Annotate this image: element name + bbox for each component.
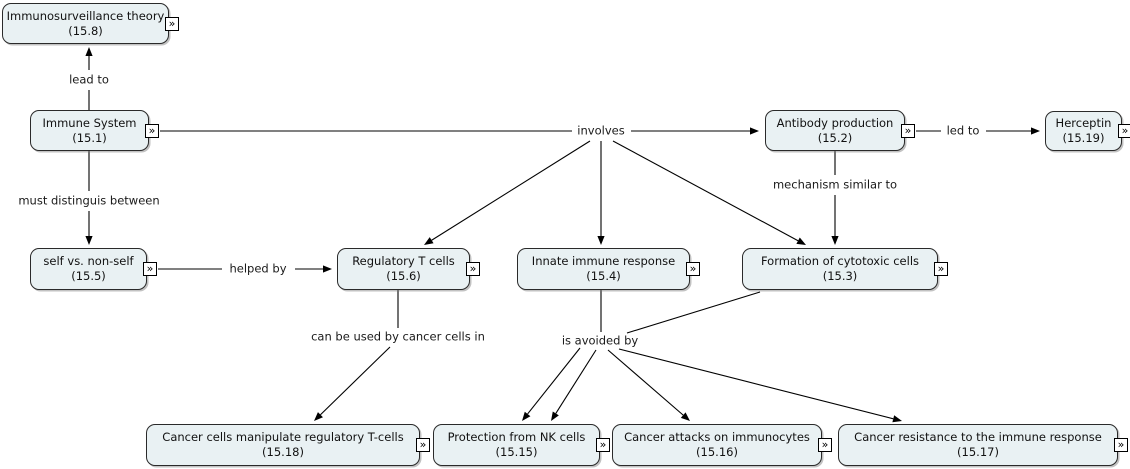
expand-node-badge[interactable]: » [143, 262, 157, 276]
expand-node-badge[interactable]: » [686, 262, 700, 276]
node-title: Cancer cells manipulate regulatory T-cel… [162, 430, 404, 444]
edge-e-153-avoided [626, 291, 761, 334]
concept-node-regulatory-t-cells[interactable]: Regulatory T cells(15.6) » [337, 248, 480, 290]
edge-e-involves-156 [424, 140, 591, 245]
arrowhead-icon [597, 236, 605, 245]
edge-label-involves[interactable]: involves [574, 124, 628, 138]
node-code: (15.16) [696, 445, 738, 459]
concept-node-immunosurveillance-theory[interactable]: Immunosurveillance theory(15.8) » [2, 3, 179, 44]
node-title: Formation of cytotoxic cells [760, 254, 920, 268]
arrowhead-icon [424, 237, 434, 245]
edge-line [607, 349, 684, 416]
concept-node-antibody-production[interactable]: Antibody production(15.2) » [765, 110, 915, 151]
expand-node-badge[interactable]: » [466, 262, 480, 276]
node-title: Antibody production [776, 115, 894, 130]
concept-node-immune-system[interactable]: Immune System(15.1) » [30, 110, 159, 151]
node-title: Protection from NK cells [447, 430, 586, 444]
edge-line [320, 346, 391, 416]
edge-e-distinguish-155 [85, 211, 93, 245]
arrowhead-icon [85, 47, 93, 56]
edge-e-leadto-158 [85, 47, 93, 70]
concept-node-herceptin[interactable]: Herceptin(15.19) » [1045, 111, 1130, 151]
arrowhead-icon [323, 265, 332, 273]
node-title: Immunosurveillance theory [6, 8, 165, 23]
edge-e-involves-153 [612, 140, 806, 245]
edge-e-involves-154 [597, 141, 605, 245]
node-code: (15.4) [586, 269, 621, 283]
expand-node-badge[interactable]: » [1114, 438, 1128, 452]
concept-node-formation-of-cytotoxic-cells[interactable]: Formation of cytotoxic cells(15.3) » [742, 248, 948, 290]
edge-e-avoided-1516 [607, 349, 690, 421]
edge-e-involves-152 [631, 127, 759, 135]
node-title: self vs. non-self [43, 254, 134, 268]
edge-label-mechanism-similar[interactable]: mechanism similar to [769, 178, 901, 192]
node-code: (15.2) [817, 130, 853, 145]
concept-node-cancer-attacks-on-immunocytes[interactable]: Cancer attacks on immunocytes(15.16) » [612, 424, 832, 466]
edge-e-avoided-1518 [522, 347, 581, 421]
edge-label-must-distinguish[interactable]: must distinguis between [15, 194, 163, 208]
node-code: (15.8) [68, 23, 103, 38]
edge-e-avoided-1517 [618, 348, 902, 423]
node-code: (15.18) [262, 445, 304, 459]
edge-e-canbeused-1518 [314, 346, 391, 421]
edge-line [555, 349, 597, 414]
arrowhead-icon [522, 411, 531, 421]
concept-node-cancer-resistance-to-the-immune-response[interactable]: Cancer resistance to the immune response… [838, 424, 1128, 466]
expand-node-badge[interactable]: » [416, 438, 430, 452]
arrowhead-icon [831, 236, 839, 245]
edge-label-is-avoided-by[interactable]: is avoided by [558, 334, 642, 348]
expand-node-badge[interactable]: » [934, 262, 948, 276]
arrowhead-icon [796, 237, 806, 245]
expand-node-badge[interactable]: » [596, 438, 610, 452]
expand-node-badge[interactable]: » [165, 16, 179, 31]
node-code: (15.1) [72, 130, 107, 145]
node-title: Innate immune response [531, 254, 676, 268]
node-code: (15.15) [495, 445, 538, 459]
concept-node-protection-from-nk-cells[interactable]: Protection from NK cells(15.15) » [433, 424, 610, 466]
concept-node-innate-immune-response[interactable]: Innate immune response(15.4) » [517, 248, 700, 290]
edge-e-mechanism-153 [831, 195, 839, 245]
arrowhead-icon [1031, 127, 1040, 135]
edge-e-avoided-1515 [551, 349, 597, 421]
edge-label-helped-by[interactable]: helped by [226, 262, 290, 276]
edge-label-lead-to[interactable]: lead to [66, 73, 112, 87]
expand-node-badge[interactable]: » [1118, 124, 1130, 138]
arrowhead-icon [85, 236, 93, 245]
expand-node-badge[interactable]: » [818, 438, 832, 452]
edge-line [431, 140, 591, 241]
node-code: (15.6) [386, 269, 421, 283]
concept-node-cancer-cells-manipulate-regulatory-t-cells[interactable]: Cancer cells manipulate regulatory T-cel… [146, 424, 430, 466]
node-code: (15.19) [1062, 131, 1105, 145]
edge-line [626, 291, 761, 334]
edge-e-helped-156 [295, 265, 332, 273]
edge-line [527, 347, 581, 415]
node-title: Immune System [42, 115, 137, 130]
node-code: (15.3) [822, 269, 858, 283]
concept-node-self-vs-non-self[interactable]: self vs. non-self(15.5) » [30, 248, 157, 290]
edge-line [618, 348, 894, 420]
node-title: Regulatory T cells [352, 254, 455, 268]
expand-node-badge[interactable]: » [901, 123, 915, 138]
arrowhead-icon [314, 412, 323, 421]
node-code: (15.5) [71, 269, 106, 283]
node-title: Cancer attacks on immunocytes [624, 430, 810, 444]
edge-label-led-to[interactable]: led to [943, 124, 983, 138]
arrowhead-icon [750, 127, 759, 135]
edge-label-can-be-used-by[interactable]: can be used by cancer cells in [308, 330, 488, 344]
arrowhead-icon [551, 411, 559, 421]
arrowhead-icon [892, 415, 902, 423]
node-title: Herceptin [1055, 116, 1112, 130]
arrowhead-icon [680, 412, 690, 421]
node-code: (15.17) [957, 445, 999, 459]
edge-line [612, 140, 799, 242]
expand-node-badge[interactable]: » [145, 123, 159, 138]
node-title: Cancer resistance to the immune response [854, 430, 1102, 444]
edge-e-ledto-1519 [986, 127, 1040, 135]
